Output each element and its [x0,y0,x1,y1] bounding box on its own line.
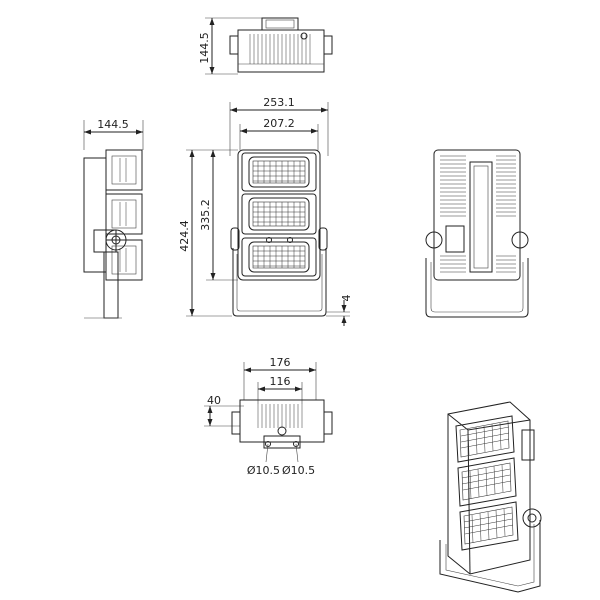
side-view: 144.5 [83,118,144,319]
bottom-inner-width-label: 116 [270,375,291,388]
iso-module-1 [455,415,515,463]
front-body-height-label: 335.2 [199,199,212,231]
bracket-gap-label: 4 [340,295,353,302]
rear-view [425,149,529,318]
isometric-view [439,401,542,593]
bottom-outer-width-label: 176 [270,356,291,369]
top-view: 144.5 [198,17,333,75]
iso-module-2 [457,457,517,507]
led-module-2 [241,193,317,235]
front-total-height-label: 424.4 [178,220,191,252]
hole-diameter-left-label: Ø10.5 [247,464,280,477]
top-view-fins [249,34,311,64]
front-view: 253.1 207.2 424.4 335.2 [178,96,353,326]
iso-module-3 [459,501,519,551]
led-module-3 [241,237,317,277]
bottom-view: 176 116 40 Ø10.5 Ø10.5 [204,356,333,477]
bottom-depth-label: 40 [207,394,221,407]
top-height-label: 144.5 [198,32,211,64]
front-inner-width-label: 207.2 [263,117,295,130]
hole-diameter-right-label: Ø10.5 [282,464,315,477]
rear-view-fins [440,155,516,273]
led-module-1 [241,152,317,192]
front-outer-width-label: 253.1 [263,96,295,109]
side-depth-label: 144.5 [97,118,129,131]
